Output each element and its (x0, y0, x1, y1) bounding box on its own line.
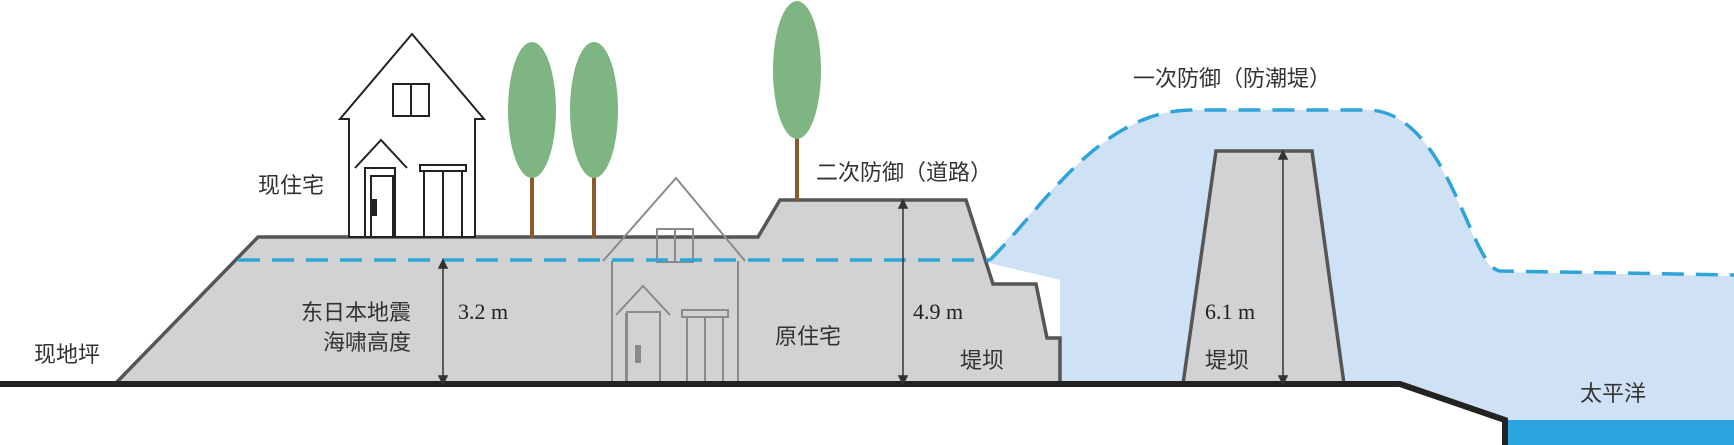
tree-icon (570, 42, 618, 238)
current-house-label: 现住宅 (258, 174, 324, 199)
ground-line (0, 381, 1508, 445)
large-dam-label: 堤坝 (1205, 349, 1249, 374)
pacific-ocean (1505, 420, 1734, 445)
tsunami-water-region (985, 110, 1734, 420)
small-dam-label: 堤坝 (960, 349, 1004, 374)
embankment (110, 198, 1062, 386)
tsunami-label-line1: 东日本地震 (301, 301, 411, 326)
road-height-value: 4.9 m (913, 299, 963, 324)
original-house-icon (602, 176, 746, 385)
first-defense-line (988, 108, 1734, 277)
arrow-icon (1277, 149, 1289, 386)
tree-icon (773, 1, 821, 201)
ocean-label: 太平洋 (1580, 382, 1646, 407)
arrow-icon (897, 198, 909, 386)
ground-label: 现地坪 (34, 343, 100, 368)
tree-icon (508, 42, 556, 238)
tsunami-height-value: 3.2 m (458, 299, 508, 324)
seawall-height-value: 6.1 m (1205, 299, 1255, 324)
second-defense-label: 二次防御（道路） (816, 161, 992, 186)
first-defense-label: 一次防御（防潮堤） (1133, 67, 1331, 92)
original-house-label: 原住宅 (775, 325, 841, 350)
current-house-icon (337, 32, 487, 238)
arrow-icon (437, 258, 449, 386)
tsunami-label-line2: 海啸高度 (323, 331, 411, 356)
